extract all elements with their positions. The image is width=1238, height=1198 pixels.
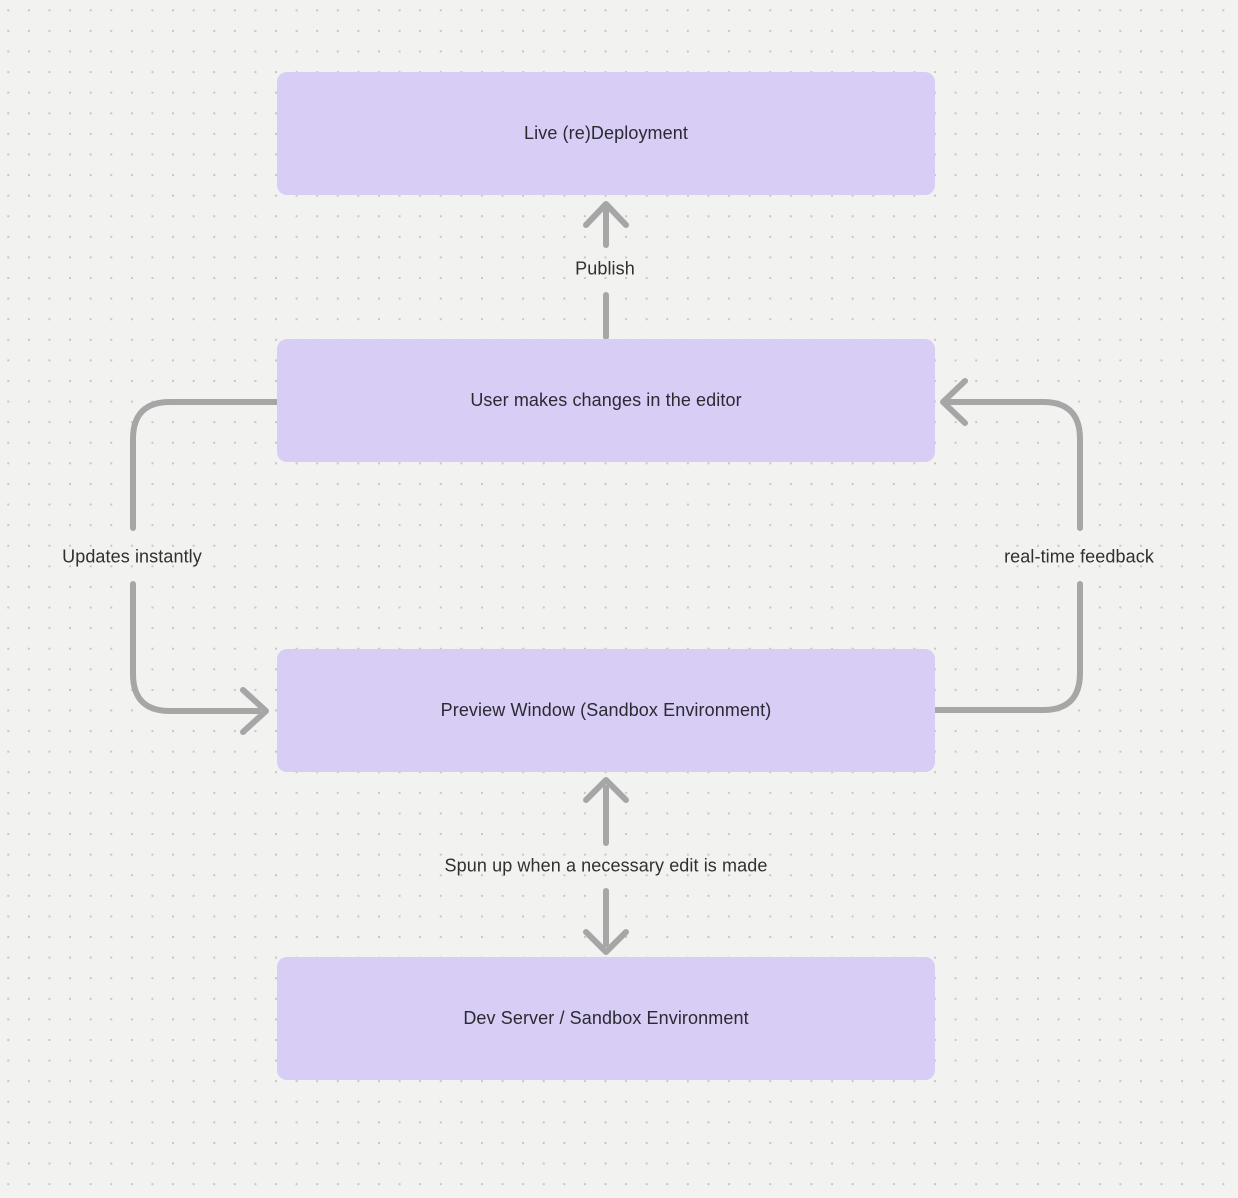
edge-label-real-time-feedback: real-time feedback: [1004, 546, 1154, 567]
node-user-editor[interactable]: User makes changes in the editor: [277, 339, 935, 462]
publish-arrow-head-icon[interactable]: [583, 201, 629, 228]
real-time-feedback-arrow[interactable]: [932, 378, 1083, 713]
node-dev-server[interactable]: Dev Server / Sandbox Environment: [277, 957, 935, 1080]
spun-up-arrow-up[interactable]: [583, 777, 629, 846]
node-user-editor-label: User makes changes in the editor: [470, 390, 742, 410]
updates-arrow-head-icon[interactable]: [240, 687, 269, 735]
spun-up-arrow-down-head-icon[interactable]: [583, 929, 629, 955]
edge-label-updates-instantly: Updates instantly: [62, 546, 202, 567]
feedback-arrow-lower[interactable]: [932, 581, 1083, 713]
spun-up-arrow-up-head-icon[interactable]: [583, 777, 629, 803]
updates-instantly-arrow[interactable]: [130, 399, 280, 735]
node-preview-window-label: Preview Window (Sandbox Environment): [440, 700, 772, 720]
feedback-arrow-head-icon[interactable]: [940, 378, 968, 426]
node-live-redeployment[interactable]: Live (re)Deployment: [277, 72, 935, 195]
spun-up-arrow-down[interactable]: [583, 888, 629, 955]
edge-label-publish: Publish: [575, 258, 635, 279]
publish-arrow[interactable]: [583, 201, 629, 340]
updates-arrow-lower[interactable]: [130, 581, 261, 714]
updates-arrow-upper[interactable]: [130, 399, 280, 531]
node-preview-window[interactable]: Preview Window (Sandbox Environment): [277, 649, 935, 772]
edge-label-spun-up: Spun up when a necessary edit is made: [444, 855, 768, 876]
node-dev-server-label: Dev Server / Sandbox Environment: [463, 1008, 749, 1028]
node-live-redeployment-label: Live (re)Deployment: [524, 123, 688, 143]
feedback-arrow-upper[interactable]: [947, 399, 1083, 531]
